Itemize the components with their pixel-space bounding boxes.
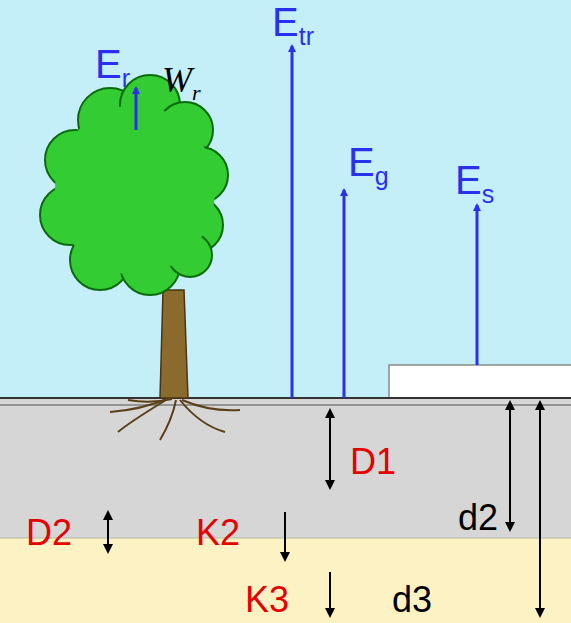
surface-line bbox=[0, 397, 571, 399]
flux-label: Es bbox=[455, 160, 494, 207]
flux-arrows bbox=[136, 46, 477, 398]
tree bbox=[40, 75, 240, 440]
surface-line bbox=[0, 405, 571, 406]
dimension-arrows bbox=[108, 402, 540, 616]
snow-block bbox=[389, 365, 571, 398]
storage-label: Wr bbox=[162, 62, 201, 104]
depth-label: d3 bbox=[392, 582, 432, 618]
depth-label: d2 bbox=[458, 500, 498, 536]
parameter-label: D1 bbox=[350, 444, 396, 480]
parameter-label: D2 bbox=[26, 515, 72, 551]
flux-label: Etr bbox=[272, 2, 314, 49]
flux-label: Eg bbox=[348, 142, 389, 189]
flux-label: Er bbox=[95, 44, 130, 91]
parameter-label: K3 bbox=[245, 582, 289, 618]
parameter-label: K2 bbox=[196, 515, 240, 551]
